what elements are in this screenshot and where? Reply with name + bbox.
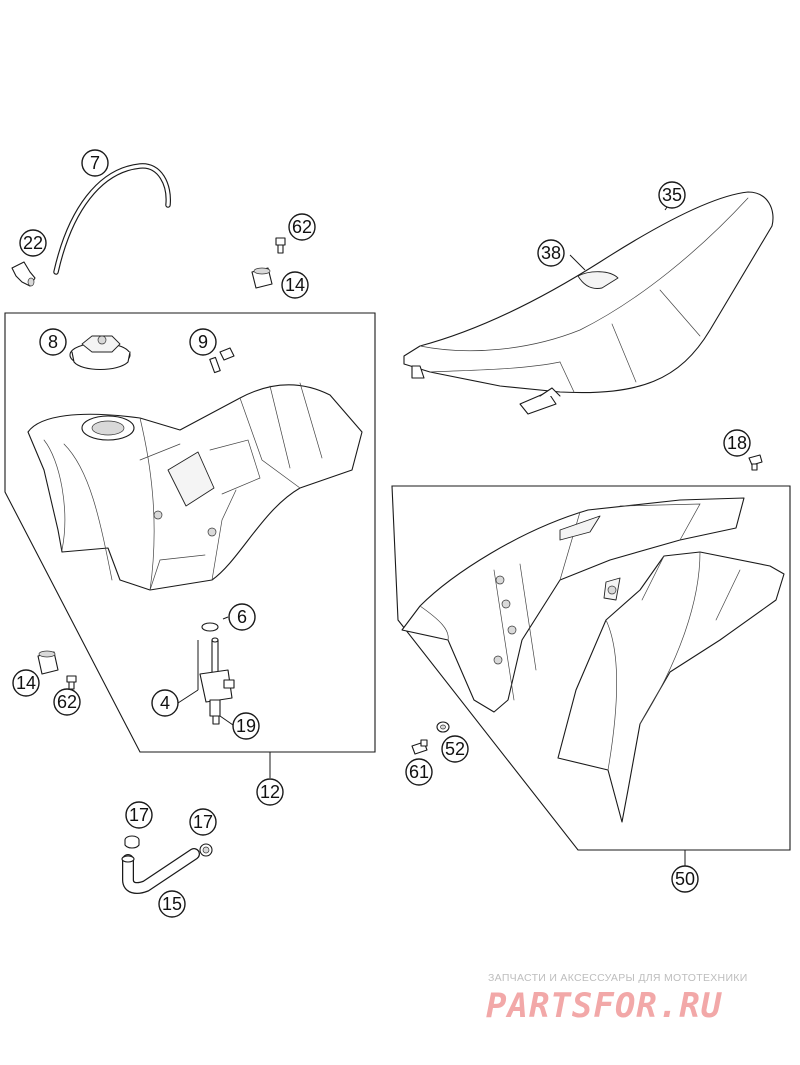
callout-7: 7 bbox=[81, 149, 109, 177]
o-ring bbox=[201, 622, 219, 632]
spoiler-washer bbox=[436, 721, 450, 733]
callout-12: 12 bbox=[256, 778, 284, 806]
spoiler-screw bbox=[411, 739, 428, 755]
radiator-spoilers bbox=[401, 497, 785, 823]
svg-text:14: 14 bbox=[16, 673, 36, 693]
tank-screw bbox=[209, 347, 235, 374]
callout-35: 35 bbox=[658, 181, 686, 209]
callout-17-right: 17 bbox=[189, 808, 217, 836]
svg-text:4: 4 bbox=[160, 693, 170, 713]
callout-6: 6 bbox=[228, 603, 256, 631]
screw-top bbox=[275, 237, 286, 254]
callout-19: 19 bbox=[232, 712, 260, 740]
breather-hose bbox=[53, 163, 171, 275]
callout-8: 8 bbox=[39, 328, 67, 356]
fuel-cap bbox=[69, 335, 131, 371]
screw-bottom bbox=[66, 675, 77, 690]
hose-clamps bbox=[124, 835, 213, 857]
callout-4: 4 bbox=[151, 689, 179, 717]
callout-18: 18 bbox=[723, 429, 751, 457]
callout-9: 9 bbox=[189, 328, 217, 356]
svg-text:18: 18 bbox=[727, 433, 747, 453]
spoiler-assembly-frame bbox=[391, 485, 791, 851]
svg-text:15: 15 bbox=[162, 894, 182, 914]
svg-text:22: 22 bbox=[23, 233, 43, 253]
svg-text:35: 35 bbox=[662, 185, 682, 205]
svg-text:62: 62 bbox=[57, 692, 77, 712]
watermark-tagline: ЗАПЧАСТИ И АКСЕССУАРЫ ДЛЯ МОТОТЕХНИКИ bbox=[488, 972, 748, 984]
svg-text:7: 7 bbox=[90, 153, 100, 173]
callout-15: 15 bbox=[158, 890, 186, 918]
svg-text:19: 19 bbox=[236, 716, 256, 736]
svg-text:9: 9 bbox=[198, 332, 208, 352]
callout-14-bottom: 14 bbox=[12, 669, 40, 697]
bushing-top bbox=[251, 267, 273, 289]
svg-text:6: 6 bbox=[237, 607, 247, 627]
svg-text:62: 62 bbox=[292, 217, 312, 237]
elbow-fitting bbox=[11, 261, 36, 287]
callout-62-top: 62 bbox=[288, 213, 316, 241]
callout-14-top: 14 bbox=[281, 271, 309, 299]
fuel-tank bbox=[27, 382, 363, 591]
callout-17-left: 17 bbox=[125, 801, 153, 829]
bushing-bottom bbox=[37, 650, 59, 675]
fuel-hose bbox=[121, 848, 200, 894]
svg-text:17: 17 bbox=[193, 812, 213, 832]
svg-text:61: 61 bbox=[409, 762, 429, 782]
svg-text:12: 12 bbox=[260, 782, 280, 802]
callout-52: 52 bbox=[441, 735, 469, 763]
callout-50: 50 bbox=[671, 865, 699, 893]
callout-62-bottom: 62 bbox=[53, 688, 81, 716]
fuel-tap bbox=[199, 637, 235, 717]
callout-38: 38 bbox=[537, 239, 565, 267]
svg-text:17: 17 bbox=[129, 805, 149, 825]
tank-assembly-frame bbox=[4, 312, 376, 753]
watermark-brand: PARTSFOR.RU bbox=[486, 986, 723, 1026]
callout-61: 61 bbox=[405, 758, 433, 786]
seat bbox=[403, 191, 774, 415]
svg-text:8: 8 bbox=[48, 332, 58, 352]
svg-text:50: 50 bbox=[675, 869, 695, 889]
svg-text:14: 14 bbox=[285, 275, 305, 295]
svg-text:38: 38 bbox=[541, 243, 561, 263]
seat-screw bbox=[748, 454, 763, 471]
svg-text:52: 52 bbox=[445, 739, 465, 759]
callout-22: 22 bbox=[19, 229, 47, 257]
tap-screw bbox=[212, 715, 220, 725]
